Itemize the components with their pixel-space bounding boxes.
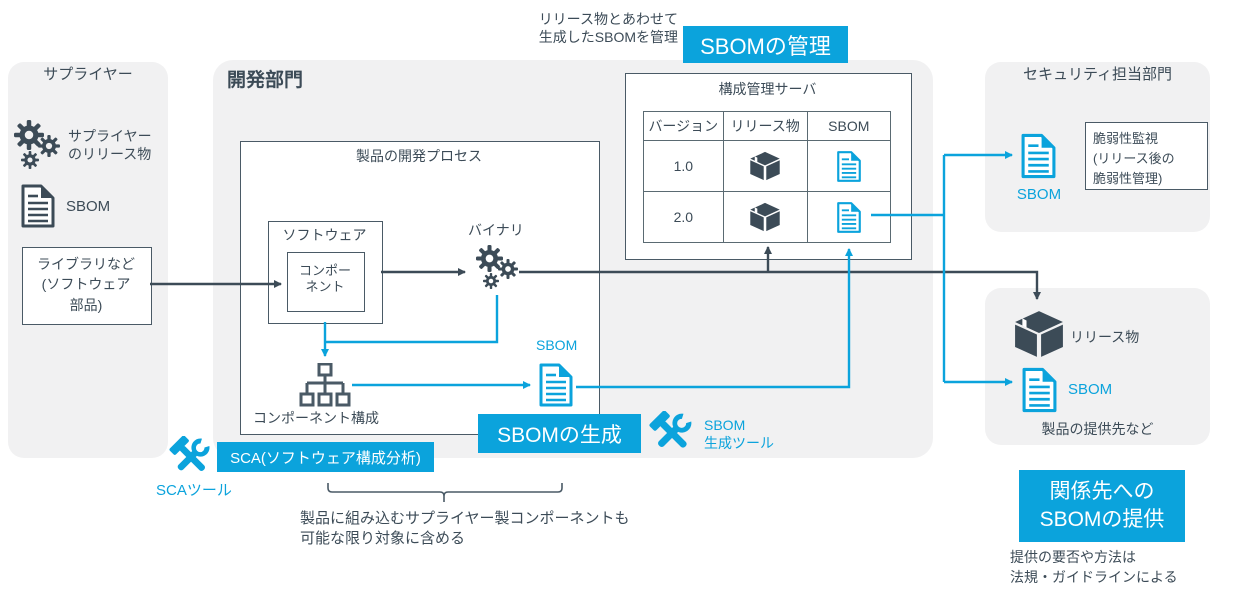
sbom-doc-icon — [836, 201, 862, 234]
sca-box: SCA(ソフトウェア構成分析) — [217, 442, 434, 472]
version-cell: 2.0 — [643, 191, 724, 243]
provision-note: 提供の要否や方法は 法規・ガイドラインによる — [1010, 549, 1178, 585]
recipient-sbom-icon — [1021, 366, 1058, 414]
management-note-line2: 生成したSBOMを管理 — [538, 28, 678, 45]
management-note-line1: リリース物とあわせて — [538, 11, 678, 27]
sbom-gen-tool-icon — [646, 411, 698, 455]
generated-sbom-label: SBOM — [536, 337, 578, 353]
col-sbom: SBOM — [806, 111, 892, 141]
component-structure-label: コンポーネント構成 — [253, 410, 379, 426]
sbom-management-box: SBOMの管理 — [683, 26, 848, 63]
binary-label: バイナリ — [468, 222, 524, 238]
sca-note: 製品に組み込むサプライヤー製コンポーネントも 可能な限り対象に含める — [300, 510, 630, 548]
provision-line1: 関係先への — [1049, 479, 1155, 503]
security-sbom-icon — [1020, 132, 1057, 180]
sbom-provision-box: 関係先への SBOMの提供 — [1019, 470, 1185, 542]
supplier-release-label: サプライヤー のリリース物 — [68, 128, 152, 162]
vulnerability-box — [1085, 122, 1208, 190]
security-title: セキュリティ担当部門 — [1022, 66, 1173, 83]
recipient-release-label: リリース物 — [1070, 329, 1140, 345]
binary-gears-icon — [476, 245, 518, 289]
recipient-sbom-label: SBOM — [1068, 381, 1113, 398]
supplier-sbom-label: SBOM — [66, 198, 111, 215]
config-server-title: 構成管理サーバ — [718, 81, 817, 97]
package-icon — [749, 151, 781, 181]
recipient-panel — [985, 288, 1210, 445]
supplier-sbom-icon — [20, 183, 56, 229]
component-label: コンポー ネント — [298, 263, 351, 295]
recipient-footer: 製品の提供先など — [1041, 421, 1154, 437]
provision-line2: SBOMの提供 — [1039, 508, 1165, 531]
release-cell — [722, 191, 808, 243]
sbom-generation-label: SBOMの生成 — [497, 423, 622, 447]
sca-tool-icon — [167, 436, 215, 478]
sbom-cell — [806, 191, 892, 243]
sbom-management-label: SBOMの管理 — [700, 33, 831, 59]
sca-tool-label: SCAツール — [156, 482, 232, 499]
sbom-gen-tool-label: SBOM 生成ツール — [704, 417, 774, 451]
security-sbom-label: SBOM — [1016, 186, 1062, 203]
table-row: 1.0 — [643, 140, 892, 192]
management-note: リリース物とあわせて 生成したSBOMを管理 — [500, 11, 678, 46]
version-cell: 1.0 — [643, 140, 724, 192]
recipient-package-icon — [1013, 310, 1065, 358]
supplier-title: サプライヤー — [43, 66, 133, 83]
library-box — [22, 247, 152, 325]
dev-process-title: 製品の開発プロセス — [356, 148, 482, 164]
server-table: バージョン リリース物 SBOM 1.0 2.0 — [643, 111, 892, 243]
release-cell — [722, 140, 808, 192]
sbom-doc-icon — [836, 150, 862, 183]
component-structure-icon — [299, 363, 351, 409]
supplier-release-gears-icon — [14, 120, 60, 169]
package-icon — [749, 202, 781, 232]
col-release: リリース物 — [722, 111, 808, 141]
vulnerability-box-label: 脆弱性監視 (リリース後の 脆弱性管理) — [1093, 131, 1175, 187]
development-title: 開発部門 — [227, 70, 304, 91]
config-server: 構成管理サーバ バージョン リリース物 SBOM 1.0 2.0 — [625, 73, 910, 258]
sbom-generation-box: SBOMの生成 — [478, 414, 641, 453]
sbom-cell — [806, 140, 892, 192]
sca-box-label: SCA(ソフトウェア構成分析) — [230, 449, 421, 467]
table-row: 2.0 — [643, 191, 892, 243]
library-box-label: ライブラリなど (ソフトウェア 部品) — [37, 256, 135, 313]
scope-brace — [327, 483, 563, 502]
col-version: バージョン — [643, 111, 724, 141]
software-label: ソフトウェア — [282, 227, 367, 243]
generated-sbom-icon — [538, 362, 574, 408]
server-table-header: バージョン リリース物 SBOM — [643, 111, 892, 141]
